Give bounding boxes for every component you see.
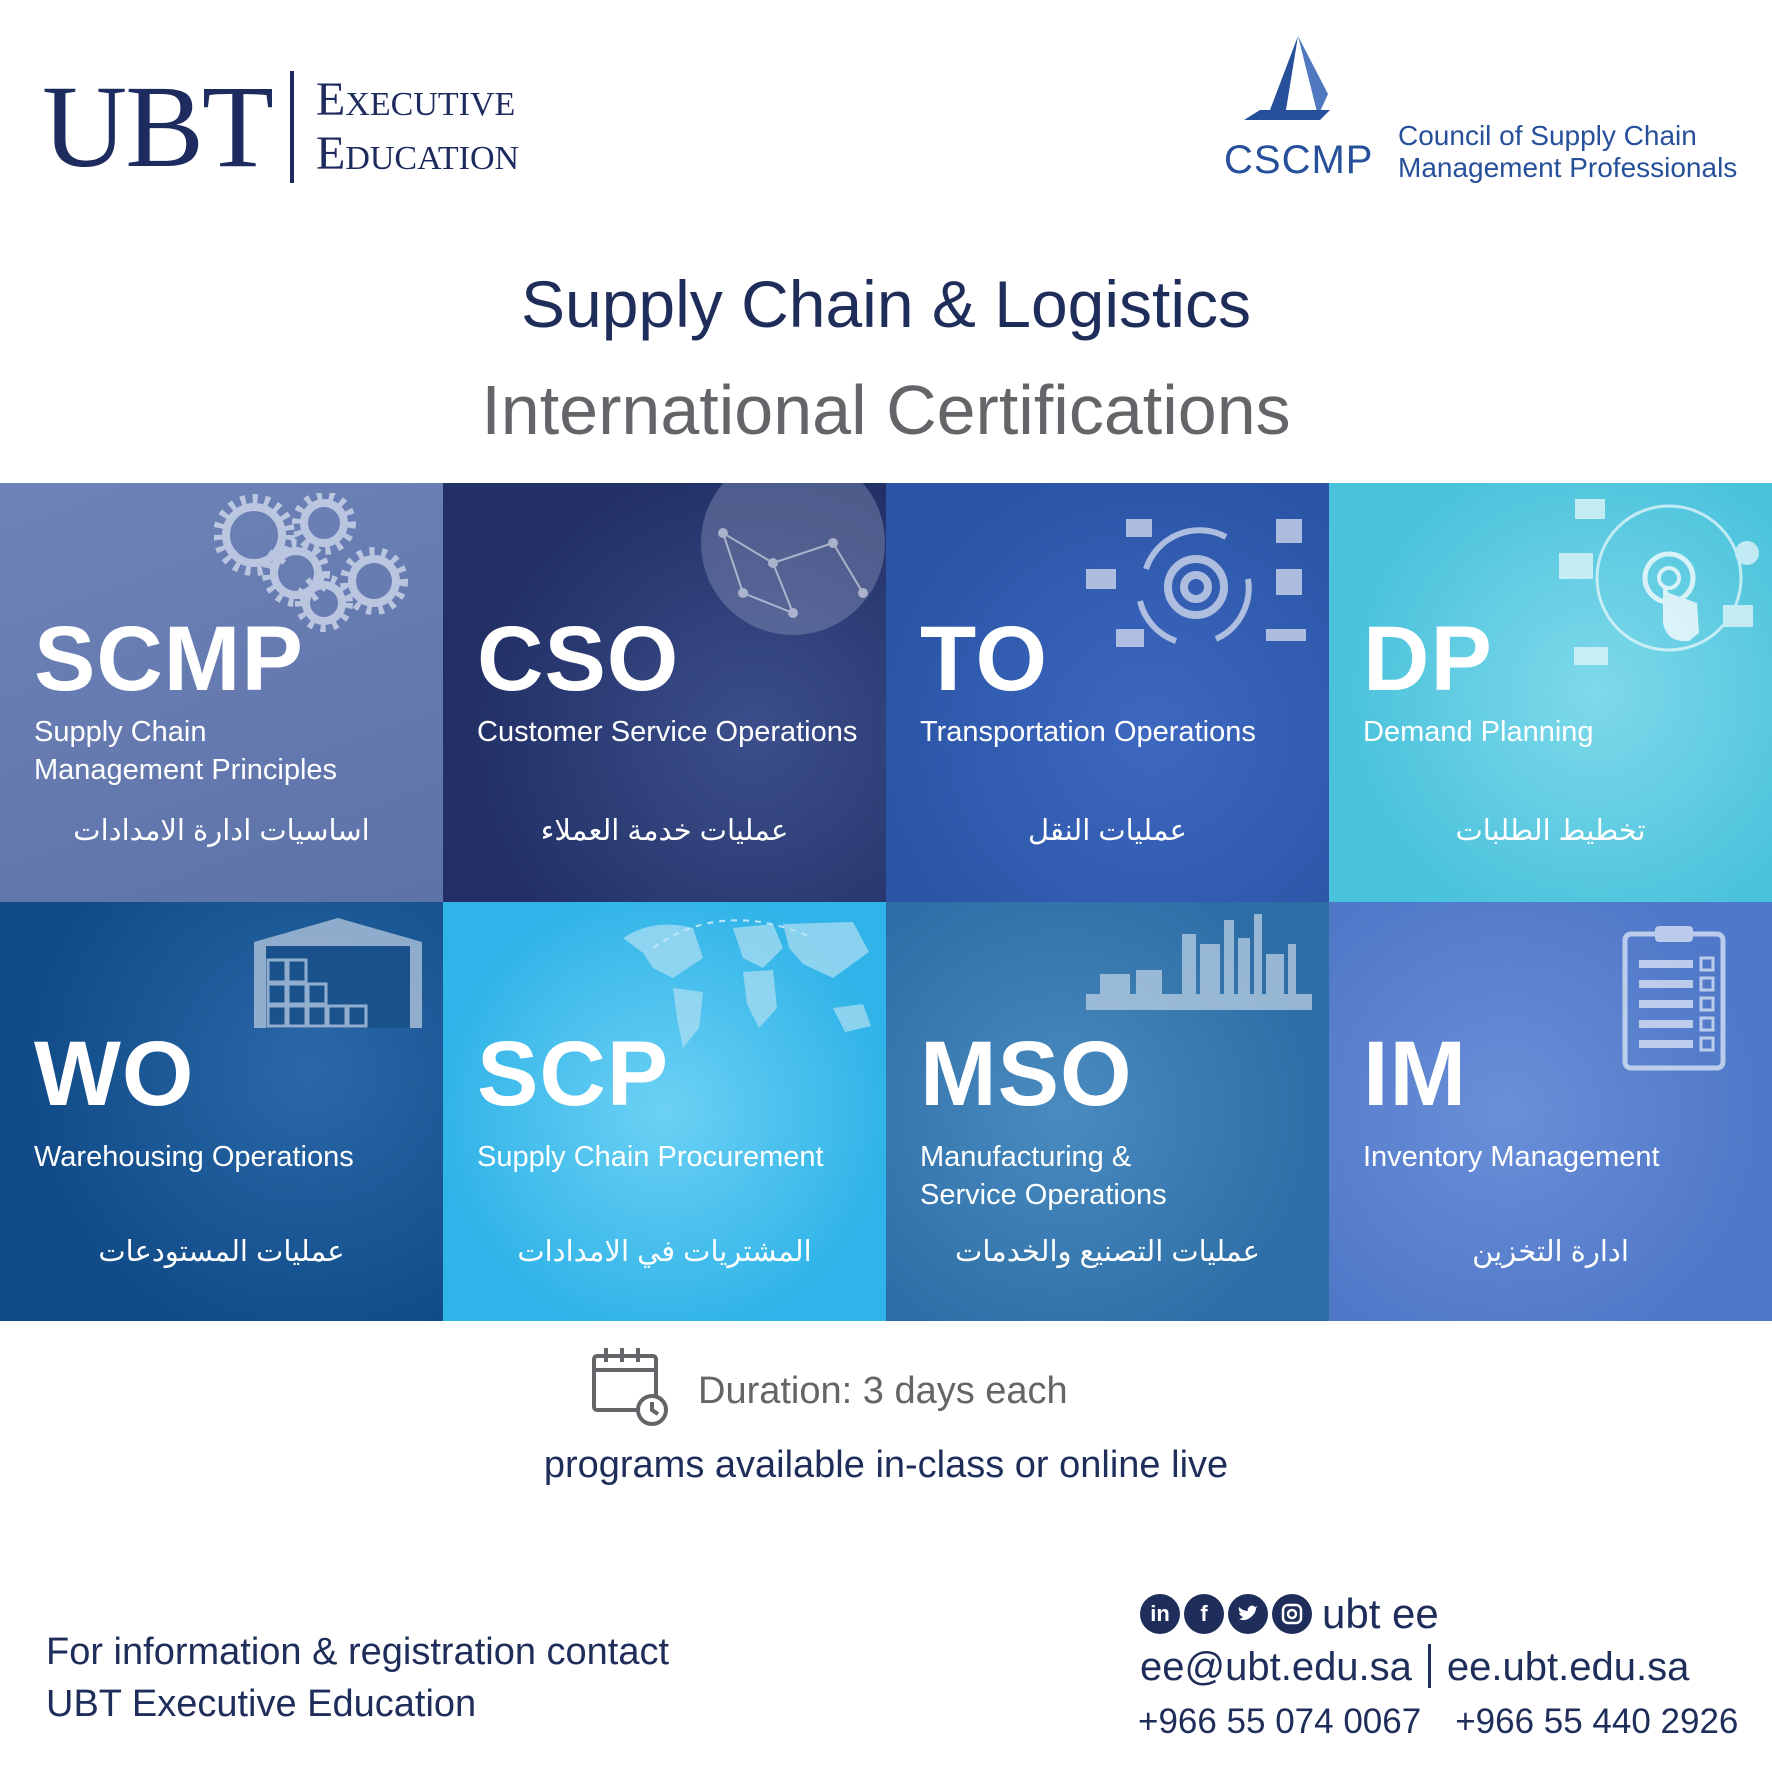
certification-tile-mso: MSO Manufacturing & Service Operations ع…: [886, 902, 1329, 1321]
page-title: Supply Chain & Logistics: [520, 267, 1252, 341]
cscmp-abbreviation: CSCMP: [1224, 138, 1374, 182]
availability-text: programs available in-class or online li…: [543, 1444, 1229, 1486]
certification-name: Transportation Operations: [920, 716, 1256, 748]
certification-tile-scp: SCP Supply Chain Procurement المشتريات ف…: [443, 902, 886, 1321]
certification-arabic-name: تخطيط الطلبات: [1455, 815, 1646, 847]
email-website-row: ee@ubt.edu.sa ee.ubt.edu.sa: [1140, 1644, 1689, 1690]
ubt-logo-mark: UBT: [42, 61, 274, 192]
separator: [1427, 1644, 1431, 1688]
cscmp-name-line1: Council of Supply Chain: [1398, 120, 1697, 151]
certification-tile-cso: CSO Customer Service Operations عمليات خ…: [443, 483, 886, 902]
certification-name: Manufacturing & Service Operations: [920, 1141, 1167, 1211]
linkedin-icon[interactable]: in: [1140, 1594, 1180, 1634]
certification-name: Inventory Management: [1363, 1141, 1660, 1173]
factory-skyline-icon: [1086, 914, 1312, 1010]
certification-arabic-name: اساسيات ادارة الامدادات: [73, 815, 370, 847]
certification-arabic-name: ادارة التخزين: [1472, 1236, 1629, 1268]
certification-name: Supply Chain Procurement: [477, 1141, 824, 1173]
certification-name: Warehousing Operations: [34, 1141, 354, 1173]
certification-arabic-name: المشتريات في الامدادات: [517, 1236, 812, 1268]
certification-name: Customer Service Operations: [477, 716, 858, 748]
certification-arabic-name: عمليات النقل: [1028, 815, 1187, 847]
contact-line1: For information & registration contact: [46, 1631, 670, 1673]
certification-abbr: DP: [1363, 608, 1493, 710]
certifications-grid: SCMP Supply Chain Management Principles …: [0, 483, 1772, 1321]
certification-tile-to: TO Transportation Operations عمليات النق…: [886, 483, 1329, 902]
website-link[interactable]: ee.ubt.edu.sa: [1446, 1645, 1690, 1689]
transport-cycle-icon: [1086, 519, 1306, 647]
cscmp-full-name: Council of Supply Chain Management Profe…: [1398, 120, 1737, 184]
certification-tile-scmp: SCMP Supply Chain Management Principles …: [0, 483, 443, 902]
facebook-icon[interactable]: f: [1184, 1594, 1224, 1634]
cscmp-name-line2: Management Professionals: [1398, 152, 1738, 183]
certification-abbr: CSO: [477, 608, 680, 710]
certification-abbr: MSO: [920, 1023, 1133, 1125]
cscmp-triangle-icon: [1244, 36, 1330, 120]
warehouse-icon: [254, 918, 422, 1028]
instagram-icon[interactable]: [1272, 1594, 1312, 1634]
certification-abbr: SCP: [477, 1023, 670, 1125]
certification-arabic-name: عمليات خدمة العملاء: [540, 815, 789, 847]
certification-abbr: WO: [34, 1023, 195, 1125]
phone-1[interactable]: +966 55 074 0067: [1138, 1702, 1422, 1741]
certification-name: Demand Planning: [1363, 716, 1594, 748]
certification-tile-wo: WO Warehousing Operations عمليات المستود…: [0, 902, 443, 1321]
duration-text: Duration: 3 days each: [698, 1370, 1068, 1412]
certification-arabic-name: عمليات التصنيع والخدمات: [955, 1236, 1260, 1268]
certification-abbr: IM: [1363, 1023, 1468, 1125]
calendar-clock-icon: [592, 1348, 668, 1426]
social-handle[interactable]: ubt ee: [1322, 1590, 1439, 1637]
cscmp-logo: CSCMP Council of Supply Chain Management…: [1222, 34, 1742, 184]
certification-abbr: TO: [920, 608, 1049, 710]
email-link[interactable]: ee@ubt.edu.sa: [1140, 1645, 1412, 1689]
twitter-icon[interactable]: [1228, 1594, 1268, 1634]
ubt-executive-education-logo: UBT Executive Education: [42, 62, 622, 192]
logo-divider: [290, 71, 294, 183]
certification-arabic-name: عمليات المستودعات: [98, 1236, 345, 1268]
ubt-logo-line1: Executive: [316, 73, 516, 126]
ubt-logo-line2: Education: [316, 127, 520, 180]
demand-touch-icon: [1559, 499, 1759, 665]
certification-tile-im: IM Inventory Management ادارة التخزين: [1329, 902, 1772, 1321]
certification-name: Supply Chain Management Principles: [34, 716, 338, 786]
contact-info: For information & registration contact U…: [46, 1626, 669, 1730]
ubt-logo-subtitle: Executive Education: [316, 73, 519, 181]
certification-tile-dp: DP Demand Planning تخطيط الطلبات: [1329, 483, 1772, 902]
page-subtitle: International Certifications: [481, 371, 1291, 449]
contact-line2: UBT Executive Education: [46, 1683, 477, 1725]
checklist-clipboard-icon: [1622, 926, 1726, 1071]
certification-abbr: SCMP: [34, 608, 304, 710]
world-map-icon: [623, 919, 871, 1048]
globe-network-icon: [701, 483, 885, 635]
social-links: in f ubt ee: [1140, 1590, 1439, 1638]
phone-numbers: +966 55 074 0067 +966 55 440 2926: [1138, 1702, 1738, 1742]
gears-icon: [214, 493, 408, 632]
phone-2[interactable]: +966 55 440 2926: [1455, 1702, 1739, 1741]
